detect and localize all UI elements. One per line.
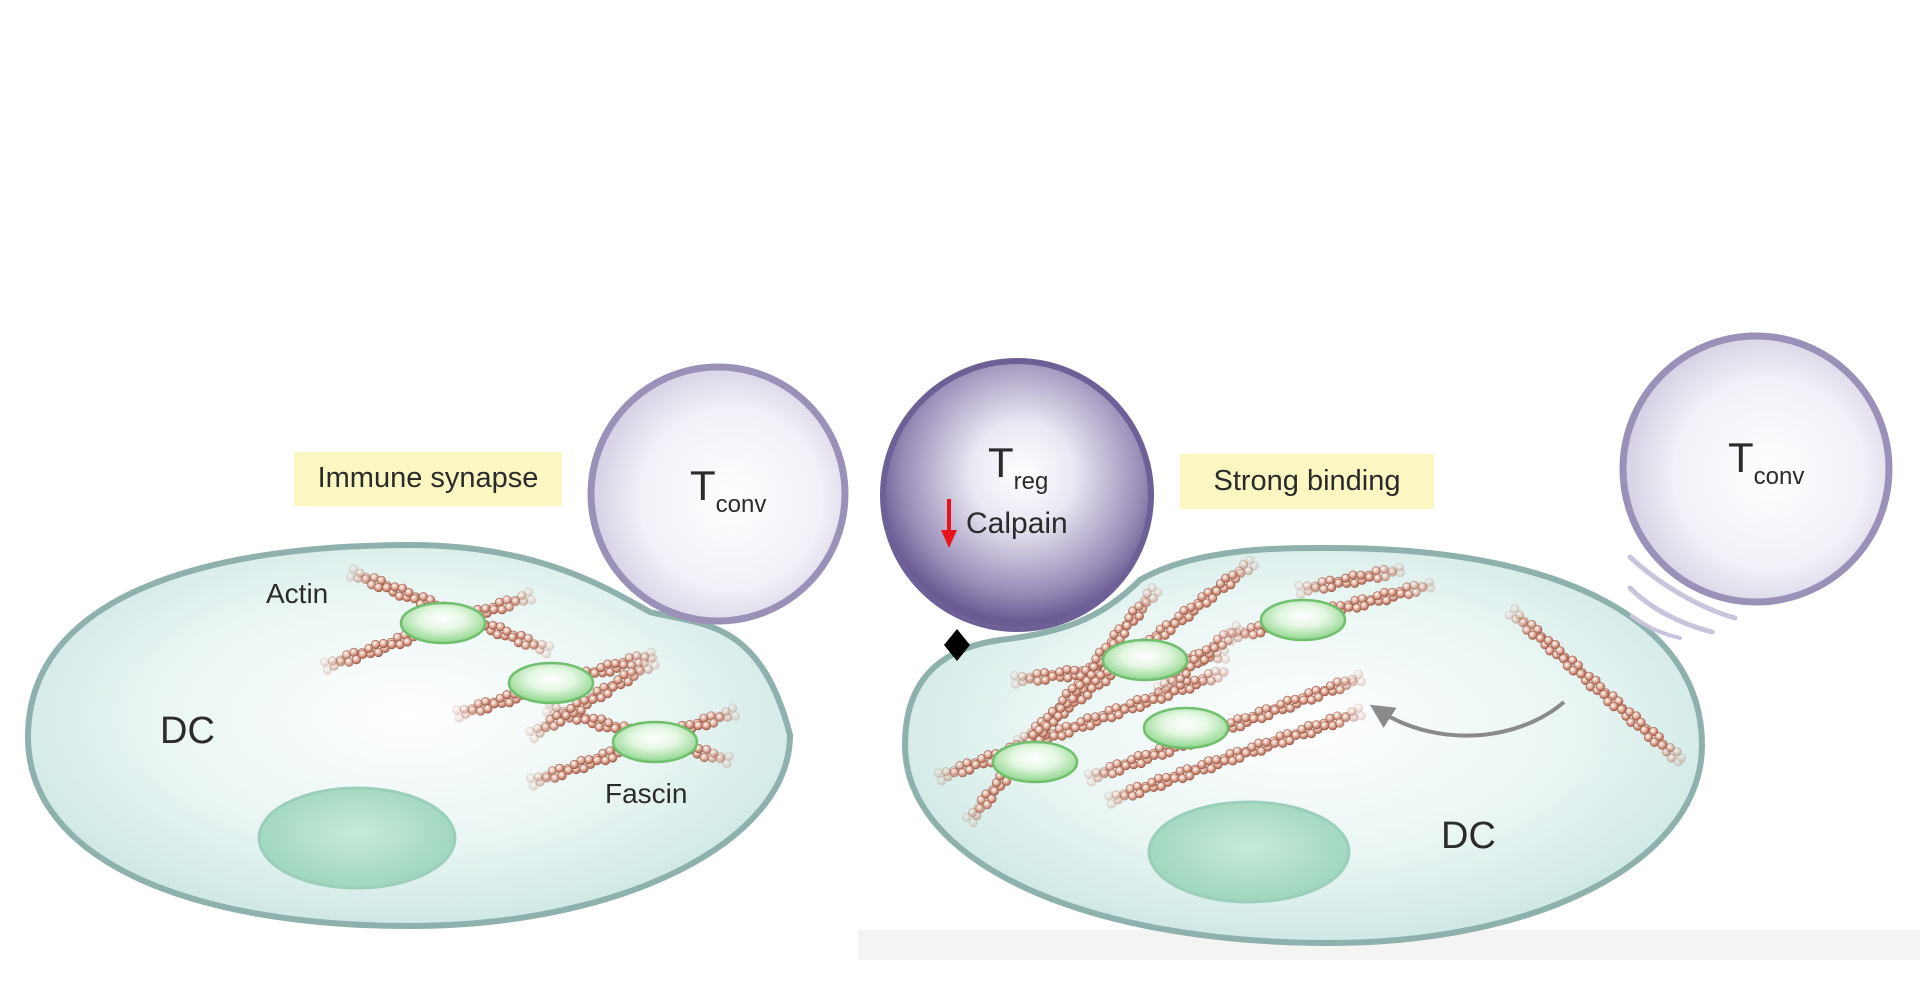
actin-filament — [1504, 604, 1687, 767]
strong-binding-label: Strong binding — [1213, 465, 1400, 497]
fascin-bundler — [399, 601, 487, 645]
actin-filament — [1294, 562, 1406, 599]
left-panel: Tconv Immune synapse Actin DC Fascin — [24, 363, 849, 930]
down-arrow-icon — [941, 499, 957, 548]
right-panel: Treg Calpain Strong binding Tconv DC — [880, 332, 1893, 947]
fascin-bundler — [1259, 598, 1347, 642]
nucleus-right — [1147, 800, 1351, 904]
dc-label-left: DC — [160, 710, 215, 752]
actin-network-right — [933, 555, 1687, 828]
t-conv-label-right: Tconv — [1728, 434, 1804, 490]
t-reg-cell — [880, 358, 1154, 632]
t-conv-cell-right — [1619, 332, 1893, 606]
nucleus-left — [257, 786, 457, 890]
dc-label-right: DC — [1441, 815, 1496, 857]
immune-synapse-banner — [294, 452, 562, 506]
motion-lines-icon — [1627, 554, 1738, 640]
fascin-bundler — [1142, 706, 1230, 750]
t-reg-label: Treg — [988, 439, 1048, 495]
fascin-label: Fascin — [605, 778, 687, 809]
actin-label: Actin — [266, 578, 328, 609]
actin-filament — [933, 666, 1229, 786]
dc-cell-left — [24, 541, 794, 930]
t-conv-cell-left — [587, 363, 849, 625]
immune-synapse-label: Immune synapse — [318, 462, 539, 494]
actin-filament — [1103, 703, 1366, 809]
strong-binding-banner — [1180, 454, 1434, 509]
fascin-bundler — [611, 720, 699, 764]
fascin-bundler — [1101, 638, 1189, 682]
contact-point-icon — [944, 629, 970, 661]
t-conv-label-left: Tconv — [690, 462, 766, 518]
fascin-bundler — [507, 661, 595, 705]
actin-filament — [525, 654, 660, 744]
fascin-bundler — [991, 740, 1079, 784]
calpain-label: Calpain — [966, 507, 1068, 540]
curved-arrow — [1369, 700, 1566, 738]
actin-network-left — [320, 564, 741, 791]
